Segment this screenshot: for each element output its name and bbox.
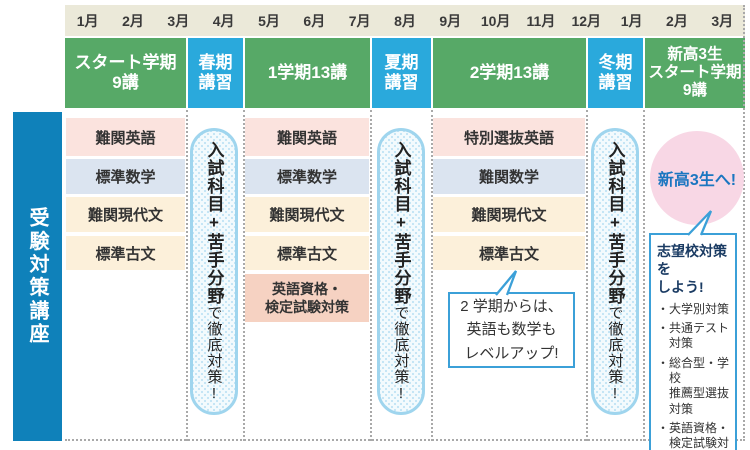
month-label: 3月 [167, 12, 190, 29]
month-label: 4月 [212, 12, 235, 29]
header-spring-break: 春期 講習 [188, 38, 243, 108]
pill-text-rest: で徹底対策! [205, 304, 223, 403]
pill-text-strong: 入試科目+苦手分野 [204, 140, 224, 305]
month-label: 9月 [439, 12, 462, 29]
pill-text-rest: で徹底対策! [606, 304, 624, 403]
month-label: 8月 [394, 12, 416, 29]
course-row: 標準古文 [66, 236, 185, 270]
pill-text-strong: 入試科目+苦手分野 [605, 140, 625, 305]
levelup-note-bubble: 2 学期からは、 英語も数学も レベルアップ! [448, 292, 575, 368]
exam-focus-pill-spring: 入試科目+苦手分野で徹底対策! [190, 128, 238, 415]
levelup-bubble-pointer [495, 270, 518, 296]
course-category-label: 受験対策講座 [26, 206, 48, 347]
goal-bubble: 志望校対策を しよう! ・大学別対策 ・共通テスト対策 ・総合型・学校 推薦型選… [649, 233, 737, 450]
month-label: 1月 [76, 12, 99, 29]
column-divider [586, 110, 588, 441]
goal-bubble-pointer [687, 210, 713, 236]
column-divider [431, 110, 433, 441]
goal-bubble-item: ・共通テスト対策 [657, 320, 730, 351]
course-row: 標準数学 [245, 159, 369, 194]
month-strip: 1月 2月 3月 4月 5月 6月 7月 8月 9月 10月 11月 12月 1… [65, 5, 745, 36]
month-label: 11月 [526, 12, 556, 29]
month-label: 2月 [122, 12, 144, 29]
exam-focus-pill-winter: 入試科目+苦手分野で徹底対策! [591, 128, 639, 415]
frame-bottom-border [65, 439, 745, 441]
month-label: 2月 [666, 12, 688, 29]
course-row: 難関現代文 [433, 197, 585, 232]
month-label: 5月 [258, 12, 280, 29]
header-start-term: スタート学期 9講 [65, 38, 186, 108]
header-winter-break: 冬期 講習 [588, 38, 643, 108]
month-label: 10月 [480, 12, 511, 29]
course-row: 標準古文 [433, 236, 585, 270]
header-term2: 2学期13講 [433, 38, 586, 108]
month-label: 3月 [711, 12, 734, 29]
column-divider [370, 110, 372, 441]
course-category-sidebar: 受験対策講座 [13, 112, 62, 441]
header-new-grade3-term: 新高3生 スタート学期 9講 [645, 38, 745, 108]
frame-right-border [743, 5, 745, 441]
month-label: 12月 [571, 12, 602, 29]
goal-bubble-title: 志望校対策を しよう! [657, 243, 727, 296]
course-row: 標準数学 [66, 159, 185, 194]
new-grade3-circle-label: 新高3生へ! [657, 172, 737, 189]
course-row: 特別選抜英語 [433, 118, 585, 156]
goal-bubble-item: ・総合型・学校 推薦型選抜対策 [657, 355, 730, 416]
month-label: 7月 [348, 12, 371, 29]
goal-bubble-item: ・大学別対策 [657, 301, 730, 316]
new-grade3-circle: 新高3生へ! [650, 131, 744, 225]
month-label: 1月 [620, 12, 643, 29]
pill-text-strong: 入試科目+苦手分野 [391, 140, 411, 305]
course-row: 難関英語 [66, 118, 185, 156]
course-row: 難関現代文 [66, 197, 185, 232]
header-term1: 1学期13講 [245, 38, 370, 108]
column-divider [186, 110, 188, 441]
course-row: 難関英語 [245, 118, 369, 156]
course-row: 難関数学 [433, 159, 585, 194]
month-label: 6月 [303, 12, 326, 29]
course-row: 英語資格・ 検定試験対策 [245, 274, 369, 322]
goal-bubble-item: ・英語資格・ 検定試験対策 [657, 421, 730, 450]
course-row: 標準古文 [245, 236, 369, 270]
column-divider [643, 110, 645, 441]
column-divider [243, 110, 245, 441]
pill-text-rest: で徹底対策! [392, 304, 410, 403]
course-row: 難関現代文 [245, 197, 369, 232]
header-summer-break: 夏期 講習 [372, 38, 431, 108]
exam-focus-pill-summer: 入試科目+苦手分野で徹底対策! [377, 128, 425, 415]
